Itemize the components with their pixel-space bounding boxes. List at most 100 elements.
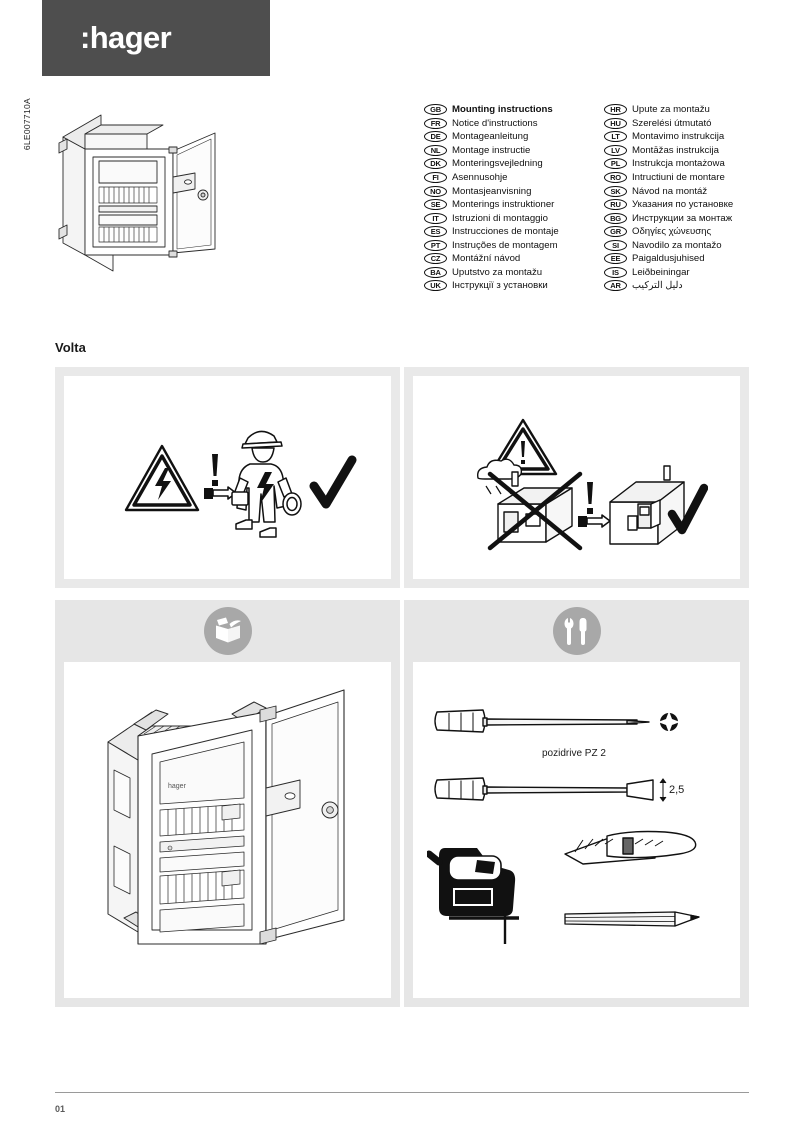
country-code-badge: SE [424,199,447,211]
safety-panel-qualified-person [55,367,400,588]
footer-divider [55,1092,749,1093]
language-row: NO Montasjeanvisning [424,184,594,198]
language-row: NL Montage instructie [424,144,594,158]
language-title: دليل التركيب [632,280,683,292]
language-title: Указания по установке [632,199,734,211]
volta-distribution-board-icon: hager [94,682,364,972]
indoor-installation-figure [468,416,708,556]
language-row: AR دليل التركيب [604,279,764,293]
hager-logo: :hager [80,20,172,55]
panel-body: pozidrive PZ 2 2,5 [413,662,740,998]
country-code-badge: BA [424,266,447,278]
country-code-badge: EE [604,253,627,265]
scope-of-delivery-panel: hager [55,600,400,1007]
country-code-badge: UK [424,280,447,292]
language-title: Monteringsvejledning [452,158,543,170]
open-box-icon [203,607,252,655]
country-code-badge: LT [604,131,627,143]
language-title: Upute za montažu [632,104,710,116]
language-title: Οδηγίες χώνευσης [632,226,712,238]
language-title: Asennusohje [452,172,508,183]
pencil-icon [563,902,723,936]
country-code-badge: PT [424,239,447,251]
country-code-badge: PL [604,158,627,170]
language-list: GB Mounting instructions FR Notice d'instr… [424,103,764,293]
country-code-badge: ES [424,226,447,238]
language-title: Инструкции за монтаж [632,212,733,224]
language-row: LV Montāžas instrukcija [604,144,764,158]
language-title: Instruções de montagem [452,239,558,251]
country-code-badge: IS [604,266,627,278]
language-row: HR Upute za montažu [604,103,764,117]
language-row: LT Montavimo instrukcija [604,130,764,144]
volta-distribution-board-icon [55,103,220,283]
language-row: SE Monterings instruktioner [424,198,594,212]
wrench-and-screwdriver-icon [552,607,601,655]
language-row: GR Οδηγίες χώνευσης [604,225,764,239]
language-column-left: GB Mounting instructions FR Notice d'instr… [424,103,594,293]
language-row: FR Notice d'instructions [424,117,594,131]
country-code-badge: SI [604,239,627,251]
language-title: Navodilo za montažo [632,239,722,251]
language-title: Mounting instructions [452,104,553,116]
safety-panel-indoor-only [404,367,749,588]
language-row: SK Návod na montáž [604,184,764,198]
language-title: Notice d'instructions [452,117,538,129]
pozidriv-screwdriver-label: pozidrive PZ 2 [542,748,606,759]
country-code-badge: NO [424,185,447,197]
flat-screwdriver-icon [431,770,721,818]
brand-header-band: :hager [42,0,270,76]
country-code-badge: NL [424,144,447,156]
country-code-badge: GB [424,104,447,116]
country-code-badge: IT [424,212,447,224]
language-row: DE Montageanleitung [424,130,594,144]
country-code-badge: BG [604,212,627,224]
language-title: Monterings instruktioner [452,199,555,211]
country-code-badge: DK [424,158,447,170]
language-row: HU Szerelési útmutató [604,117,764,131]
country-code-badge: HR [604,104,627,116]
country-code-badge: SK [604,185,627,197]
country-code-badge: GR [604,226,627,238]
language-row: GB Mounting instructions [424,103,594,117]
svg-text:hager: hager [168,783,187,790]
language-title: Uputstvo za montažu [452,266,543,278]
panel-body: hager [64,662,391,998]
language-title: Montasjeanvisning [452,185,532,197]
language-title: Montage instructie [452,144,531,156]
language-row: FI Asennusohje [424,171,594,185]
language-title: Szerelési útmutató [632,117,712,129]
pozidriv-screwdriver-icon [431,702,721,744]
qualified-electrician-figure [124,424,359,554]
language-title: Instrukcja montażowa [632,158,725,170]
language-row: DK Monteringsvejledning [424,157,594,171]
page-number: 01 [55,1104,66,1114]
language-title: Інструкції з установки [452,280,548,292]
country-code-badge: AR [604,280,627,292]
language-row: PL Instrukcja montażowa [604,157,764,171]
document-reference-code: 6LE007710A [22,98,32,151]
country-code-badge: CZ [424,253,447,265]
country-code-badge: HU [604,117,627,129]
language-row: BG Инструкции за монтаж [604,211,764,225]
language-title: Montageanleitung [452,131,529,143]
panel-header [55,600,400,662]
language-row: PT Instruções de montagem [424,238,594,252]
language-title: Montāžas instrukcija [632,144,719,156]
tape-measure-icon [427,832,557,947]
language-title: Montavimo instrukcija [632,131,725,143]
language-title: Paigaldusjuhised [632,253,705,265]
country-code-badge: FI [424,172,447,183]
language-title: Návod na montáž [632,185,708,197]
country-code-badge: LV [604,144,627,156]
language-row: SI Navodilo za montažo [604,238,764,252]
country-code-badge: RO [604,172,627,183]
country-code-badge: DE [424,131,447,143]
country-code-badge: FR [424,117,447,129]
